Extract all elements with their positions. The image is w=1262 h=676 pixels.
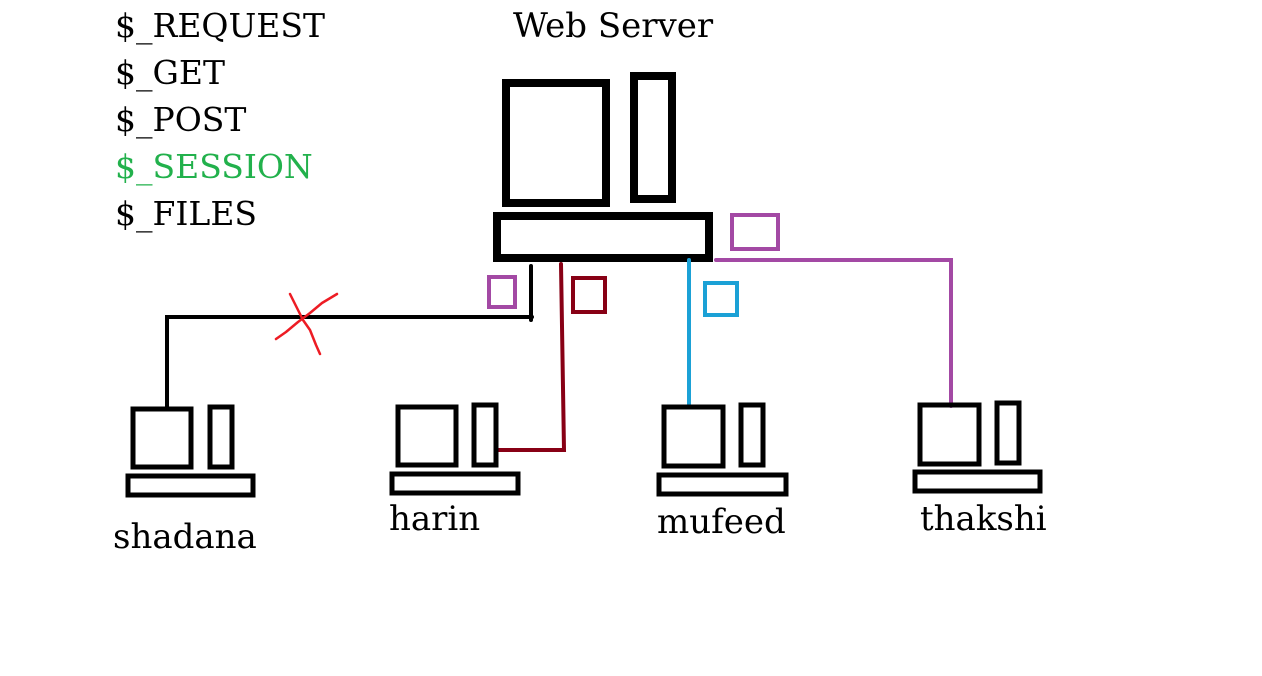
client-mufeed: mufeed <box>656 402 789 542</box>
session-box-mufeed <box>703 281 739 317</box>
client-label-harin: harin <box>389 499 480 539</box>
session-box-thakshi <box>730 213 780 251</box>
client-label-thakshi: thakshi <box>920 499 1047 539</box>
client-label-mufeed: mufeed <box>657 502 786 542</box>
server-computer-icon <box>493 72 713 262</box>
connections <box>165 258 953 452</box>
computer-icon <box>656 402 789 497</box>
superglobals-list: $_REQUEST $_GET $_POST $_SESSION $_FILES <box>115 6 325 234</box>
client-harin: harin <box>389 402 521 539</box>
blocked-cross-icon <box>274 292 339 356</box>
client-shadana: shadana <box>113 404 257 557</box>
link-harin <box>496 262 567 452</box>
server-label: Web Server <box>513 6 714 46</box>
superglobal-files: $_FILES <box>115 194 257 234</box>
client-label-shadana: shadana <box>113 517 257 557</box>
link-shadana <box>165 264 534 410</box>
client-thakshi: thakshi <box>912 400 1047 539</box>
computer-icon <box>912 400 1043 494</box>
superglobal-session: $_SESSION <box>115 147 313 187</box>
superglobal-request: $_REQUEST <box>115 6 325 46</box>
session-box-shadana <box>487 275 517 309</box>
session-boxes <box>487 213 780 317</box>
computer-icon <box>389 402 521 496</box>
superglobal-post: $_POST <box>115 100 246 140</box>
session-box-harin <box>571 276 607 314</box>
computer-icon <box>125 404 256 498</box>
link-thakshi <box>714 258 953 408</box>
superglobal-get: $_GET <box>115 53 225 93</box>
